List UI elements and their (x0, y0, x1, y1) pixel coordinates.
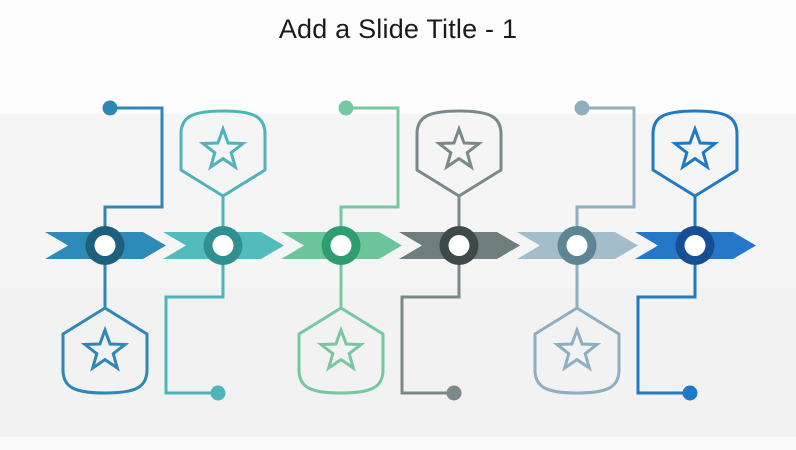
timeline-node-center (566, 235, 588, 256)
connector-dot (210, 385, 226, 401)
connector-line (636, 196, 697, 395)
connector-line (400, 196, 461, 395)
star-badge[interactable] (651, 109, 739, 198)
timeline-node-center (448, 235, 470, 256)
star-icon (80, 325, 130, 372)
connector-dot (574, 100, 590, 116)
connector-dot (338, 100, 354, 116)
connector-dot (102, 100, 118, 116)
connector-line (339, 106, 400, 308)
star-badge[interactable] (179, 109, 267, 198)
connector-dot (682, 385, 698, 401)
timeline-node-center (684, 235, 706, 256)
star-icon (670, 124, 720, 171)
connector-line (575, 106, 636, 308)
star-icon (198, 124, 248, 171)
star-icon (434, 124, 484, 171)
timeline-node-center (212, 235, 234, 256)
timeline-node-center (330, 235, 352, 256)
slide-title[interactable]: Add a Slide Title - 1 (278, 14, 518, 44)
star-badge[interactable] (297, 306, 385, 395)
star-badge[interactable] (533, 306, 621, 395)
star-icon (316, 325, 366, 372)
connector-line (103, 106, 164, 308)
timeline-node-center (94, 235, 116, 256)
connector-line (164, 196, 225, 395)
timeline-segment-3[interactable] (281, 100, 402, 395)
timeline-segment-1[interactable] (45, 100, 166, 395)
connector-dot (446, 385, 462, 401)
timeline-segment-6[interactable] (635, 109, 756, 401)
star-badge[interactable] (415, 109, 503, 198)
timeline-segment-5[interactable] (517, 100, 638, 395)
star-icon (552, 325, 602, 372)
timeline-segment-2[interactable] (163, 109, 284, 401)
timeline-segment-4[interactable] (399, 109, 520, 401)
star-badge[interactable] (61, 306, 149, 395)
